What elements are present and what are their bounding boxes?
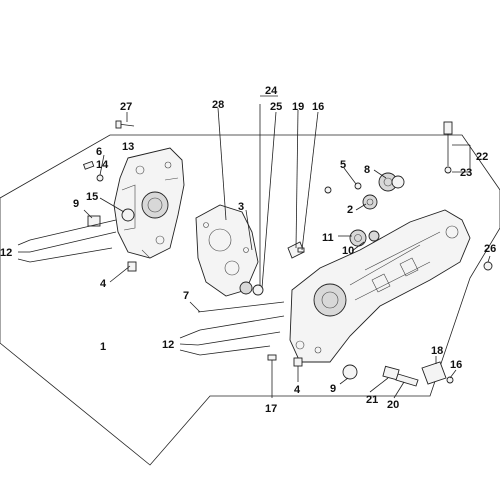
callout-11: 11 — [322, 232, 334, 244]
hardware-parts — [29, 120, 493, 387]
callout-5: 5 — [340, 159, 346, 171]
callout-15: 15 — [86, 191, 98, 203]
callout-19: 19 — [292, 101, 304, 113]
callout-8: 8 — [364, 164, 370, 176]
callout-3: 3 — [238, 201, 244, 213]
callout-23: 23 — [460, 167, 472, 179]
callout-16-top: 16 — [312, 101, 324, 113]
callout-26: 26 — [484, 243, 496, 255]
callout-16-bottom: 16 — [450, 359, 462, 371]
callout-7: 7 — [183, 290, 189, 302]
callout-20: 20 — [387, 399, 399, 411]
crankcase-gasket — [195, 204, 259, 297]
callout-14: 14 — [96, 159, 109, 171]
callout-27: 27 — [120, 101, 132, 113]
callout-12-left: 12 — [0, 247, 12, 259]
leader-lines — [17, 95, 491, 399]
callout-2: 2 — [347, 204, 353, 216]
right-crankcase-half — [289, 209, 471, 363]
callout-labels: 27 28 24 25 19 16 13 6 14 9 15 12 4 1 3 … — [0, 85, 496, 415]
assembly-frame — [0, 134, 500, 466]
callout-22: 22 — [476, 151, 488, 163]
callout-6: 6 — [96, 146, 102, 158]
callout-21: 21 — [366, 394, 378, 406]
callout-4-right: 4 — [294, 384, 301, 396]
callout-4-left: 4 — [100, 278, 107, 290]
callout-12-right: 12 — [162, 339, 174, 351]
callout-25: 25 — [270, 101, 282, 113]
callout-9-left: 9 — [73, 198, 79, 210]
callout-13: 13 — [122, 141, 134, 153]
left-crankcase-half — [113, 147, 185, 259]
callout-17: 17 — [265, 403, 277, 415]
callout-1: 1 — [100, 341, 106, 353]
callout-24: 24 — [265, 85, 278, 97]
callout-9-right: 9 — [330, 383, 336, 395]
callout-28: 28 — [212, 99, 224, 111]
callout-10: 10 — [342, 245, 354, 257]
callout-18: 18 — [431, 345, 443, 357]
